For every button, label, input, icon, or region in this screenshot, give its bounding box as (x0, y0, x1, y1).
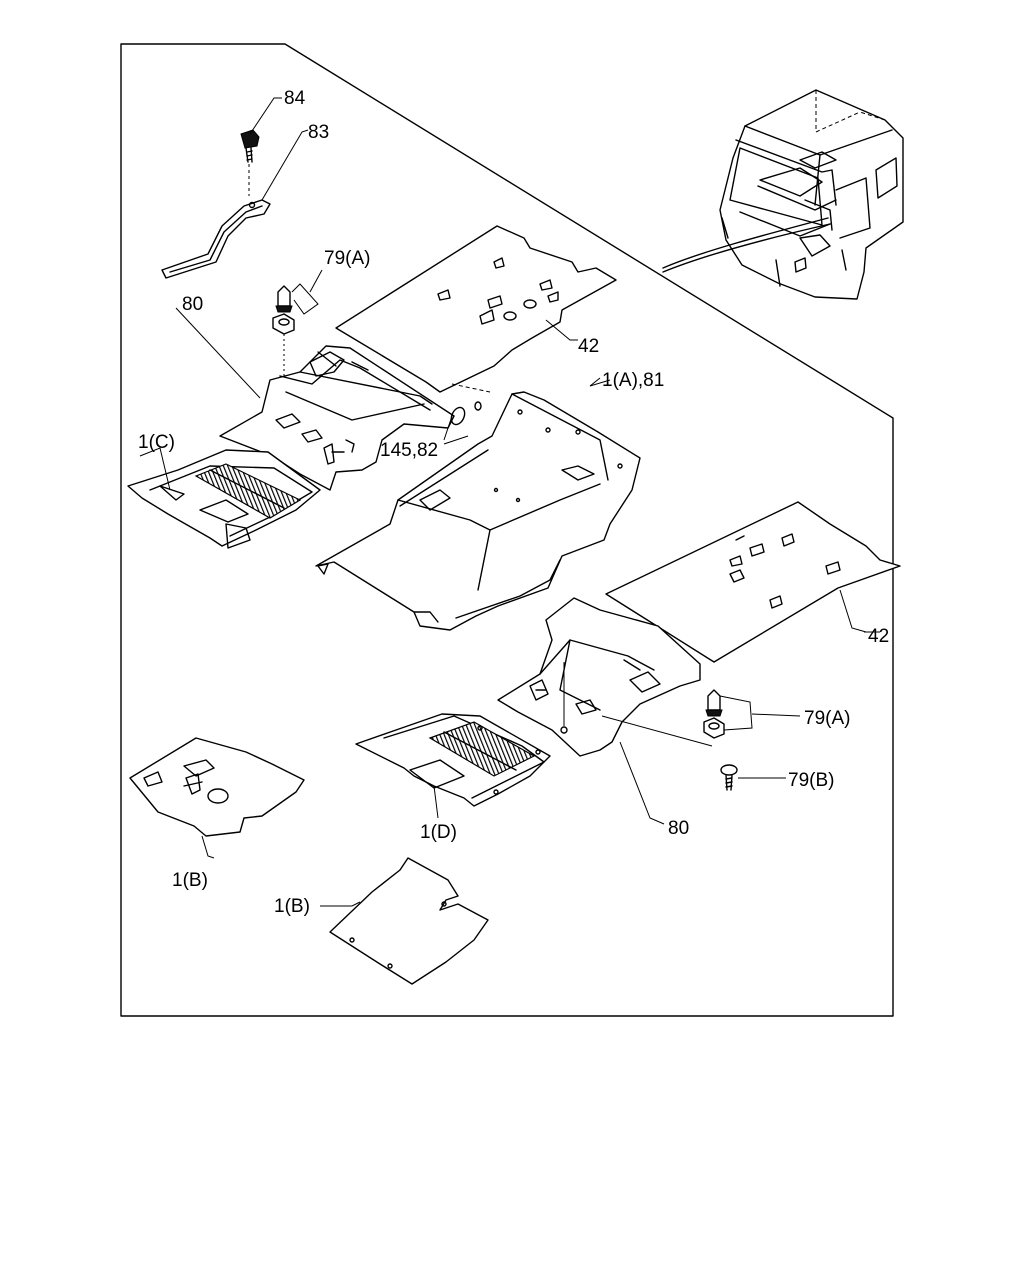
label-83: 83 (308, 122, 329, 143)
label-84: 84 (284, 88, 306, 109)
label-80-lower: 80 (668, 818, 689, 839)
screw-79b (720, 764, 786, 791)
label-80-upper: 80 (182, 294, 203, 315)
label-1b-bottom: 1(B) (274, 896, 310, 917)
diagram-frame (120, 43, 894, 1017)
label-1d: 1(D) (420, 822, 457, 843)
mat-1b-bottom (320, 857, 489, 985)
label-42-right: 42 (868, 626, 889, 647)
bracket-83 (161, 129, 309, 279)
mat-1c (127, 447, 321, 549)
label-79a-right: 79(A) (804, 708, 850, 729)
insulator-80-lower (497, 597, 713, 825)
floor-mat-42-top (335, 225, 617, 393)
label-1c: 1(C) (138, 432, 175, 453)
insulator-80-upper (175, 307, 455, 491)
label-42-top: 42 (578, 336, 599, 357)
label-79b: 79(B) (788, 770, 834, 791)
screw-84 (240, 97, 282, 196)
clip-79a-right (703, 689, 801, 739)
label-79a-top: 79(A) (324, 248, 370, 269)
label-145-82: 145,82 (380, 440, 438, 461)
truck-cab-illustration (662, 89, 904, 300)
label-1a-81: 1(A),81 (602, 370, 664, 391)
mat-1b-left (129, 737, 305, 859)
tunnel-mat-1a-81 (315, 379, 641, 631)
label-1b-left: 1(B) (172, 870, 208, 891)
floor-mat-42-right (605, 501, 901, 663)
clip-79a-top (272, 269, 323, 440)
mat-1d (355, 713, 551, 819)
